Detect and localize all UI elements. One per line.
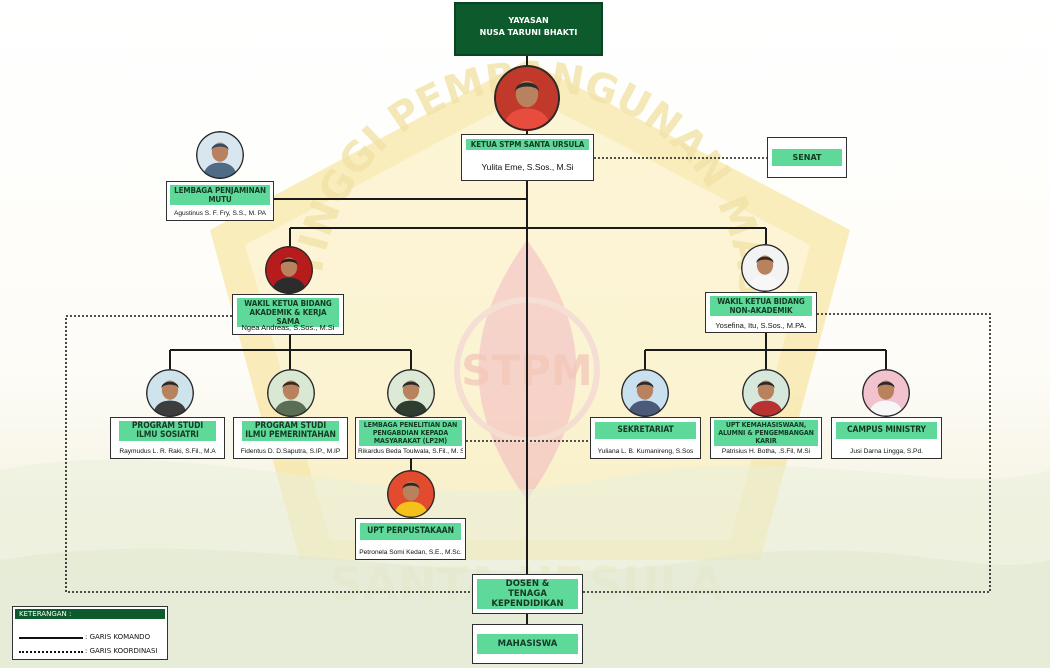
- person-photo-icon: [494, 65, 560, 131]
- prodi2-box: PROGRAM STUDI ILMU PEMERINTAHAN Fidentus…: [233, 417, 348, 459]
- prodi2-name: Fidentus D. D.Saputra, S.IP., M.IP: [240, 448, 341, 455]
- ketua-title: KETUA STPM SANTA URSULA: [466, 139, 589, 150]
- lpm-title: LEMBAGA PENJAMINAN MUTU: [170, 185, 270, 205]
- yayasan-line2: NUSA TARUNI BHAKTI: [479, 28, 578, 37]
- person-photo-icon: [196, 131, 244, 179]
- campus-name: Jusi Darna Lingga, S.Pd.: [850, 448, 923, 455]
- wakil2-box: WAKIL KETUA BIDANG NON-AKADEMIK Yosefina…: [705, 292, 817, 333]
- lpm-box: LEMBAGA PENJAMINAN MUTU Agustinus S. F. …: [166, 181, 274, 221]
- legend-box: KETERANGAN : : GARIS KOMANDO : GARIS KOO…: [12, 606, 168, 660]
- legend-solid-line: [19, 637, 83, 639]
- ketua-box: KETUA STPM SANTA URSULA Yulita Eme, S.So…: [461, 134, 594, 181]
- wakil1-title: WAKIL KETUA BIDANG AKADEMIK & KERJA SAMA: [237, 298, 339, 327]
- perpus-name: Petronela Somi Kedan, S.E., M.Sc.: [359, 549, 462, 556]
- legend-koordinasi-label: : GARIS KOORDINASI: [85, 647, 158, 655]
- prodi1-title: PROGRAM STUDI ILMU SOSIATRI: [119, 421, 216, 441]
- person-photo-icon: [387, 470, 435, 518]
- senat-box: SENAT: [767, 137, 847, 178]
- legend-komando-label: : GARIS KOMANDO: [85, 633, 151, 641]
- person-photo-icon: [621, 369, 669, 417]
- yayasan-box: YAYASAN NUSA TARUNI BHAKTI: [454, 2, 603, 56]
- perpus-title: UPT PERPUSTAKAAN: [360, 523, 461, 540]
- person-photo-icon: [741, 244, 789, 292]
- dosen-title: DOSEN & TENAGA KEPENDIDIKAN: [477, 579, 578, 609]
- yayasan-line1: YAYASAN: [508, 16, 549, 25]
- wakil2-title: WAKIL KETUA BIDANG NON-AKADEMIK: [710, 296, 812, 316]
- prodi2-title: PROGRAM STUDI ILMU PEMERINTAHAN: [242, 421, 339, 441]
- mahasiswa-title: MAHASISWA: [477, 634, 578, 654]
- ketua-name: Yulita Eme, S.Sos., M.Si: [481, 162, 574, 172]
- sekretariat-box: SEKRETARIAT Yuliana L. B. Kumanireng, S.…: [590, 417, 701, 459]
- mahasiswa-box: MAHASISWA: [472, 624, 583, 664]
- legend-dotted-line: [19, 651, 83, 653]
- uptkmh-name: Patrisius H. Botha, .S.Fil, M.Si: [721, 448, 811, 455]
- senat-title: SENAT: [772, 149, 842, 166]
- person-photo-icon: [265, 246, 313, 294]
- prodi1-name: Raymudus L. R. Raki, S.Fil., M.A: [119, 448, 216, 455]
- lpm-name: Agustinus S. F. Fry, S.S., M. PA: [173, 210, 267, 217]
- wakil1-box: WAKIL KETUA BIDANG AKADEMIK & KERJA SAMA…: [232, 294, 344, 335]
- prodi1-box: PROGRAM STUDI ILMU SOSIATRI Raymudus L. …: [110, 417, 225, 459]
- person-photo-icon: [267, 369, 315, 417]
- dosen-box: DOSEN & TENAGA KEPENDIDIKAN: [472, 574, 583, 614]
- sekretariat-title: SEKRETARIAT: [595, 422, 696, 439]
- lp2m-title: LEMBAGA PENELITIAN DAN PENGABDIAN KEPADA…: [359, 420, 462, 446]
- legend-title: KETERANGAN :: [15, 609, 165, 619]
- lp2m-name: Rikardus Beda Toulwala, S.Fil., M. Si: [358, 448, 463, 455]
- uptkmh-title: UPT KEMAHASISWAAN, ALUMNI & PENGEMBANGAN…: [714, 420, 818, 446]
- campus-title: CAMPUS MINISTRY: [836, 422, 937, 439]
- wakil1-name: Ngea Andreas, S.Sos., M.Si: [241, 324, 335, 332]
- perpus-box: UPT PERPUSTAKAAN Petronela Somi Kedan, S…: [355, 518, 466, 560]
- person-photo-icon: [387, 369, 435, 417]
- person-photo-icon: [862, 369, 910, 417]
- person-photo-icon: [742, 369, 790, 417]
- campus-box: CAMPUS MINISTRY Jusi Darna Lingga, S.Pd.: [831, 417, 942, 459]
- sekretariat-name: Yuliana L. B. Kumanireng, S.Sos: [597, 448, 694, 455]
- person-photo-icon: [146, 369, 194, 417]
- wakil2-name: Yosefina, Itu, S.Sos., M.PA.: [715, 322, 807, 330]
- lp2m-box: LEMBAGA PENELITIAN DAN PENGABDIAN KEPADA…: [355, 417, 466, 459]
- uptkmh-box: UPT KEMAHASISWAAN, ALUMNI & PENGEMBANGAN…: [710, 417, 822, 459]
